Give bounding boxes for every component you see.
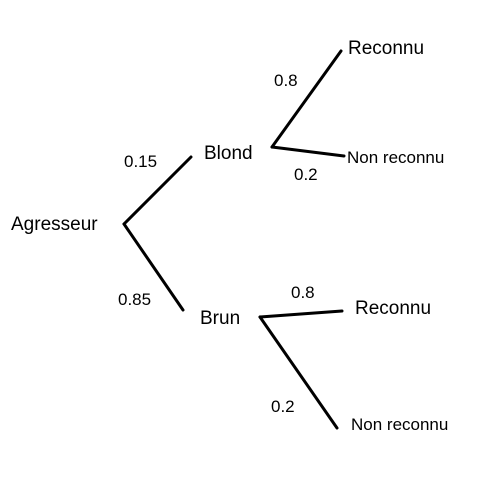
- edge-root-to-blond: [122, 155, 193, 226]
- leaf-blond-non-reconnu-label: Non reconnu: [347, 148, 444, 167]
- probability-blond-non-reconnu: 0.2: [294, 165, 318, 184]
- probability-brun: 0.85: [118, 290, 151, 309]
- probability-brun-non-reconnu: 0.2: [271, 397, 295, 416]
- edge-brun-to-non-reconnu: [258, 315, 339, 430]
- node-brun-label: Brun: [200, 308, 240, 329]
- leaf-blond-reconnu-label: Reconnu: [348, 38, 424, 59]
- leaf-brun-reconnu-label: Reconnu: [355, 298, 431, 319]
- root-node-label: Agresseur: [11, 214, 98, 235]
- probability-blond: 0.15: [124, 152, 157, 171]
- node-blond-label: Blond: [204, 143, 253, 164]
- edge-blond-to-reconnu: [270, 49, 343, 149]
- edge-root-to-brun: [122, 222, 185, 312]
- edge-blond-to-non-reconnu: [270, 145, 346, 158]
- probability-blond-reconnu: 0.8: [274, 71, 298, 90]
- probability-brun-reconnu: 0.8: [291, 283, 315, 302]
- leaf-brun-non-reconnu-label: Non reconnu: [351, 415, 448, 434]
- edge-brun-to-reconnu: [258, 309, 344, 319]
